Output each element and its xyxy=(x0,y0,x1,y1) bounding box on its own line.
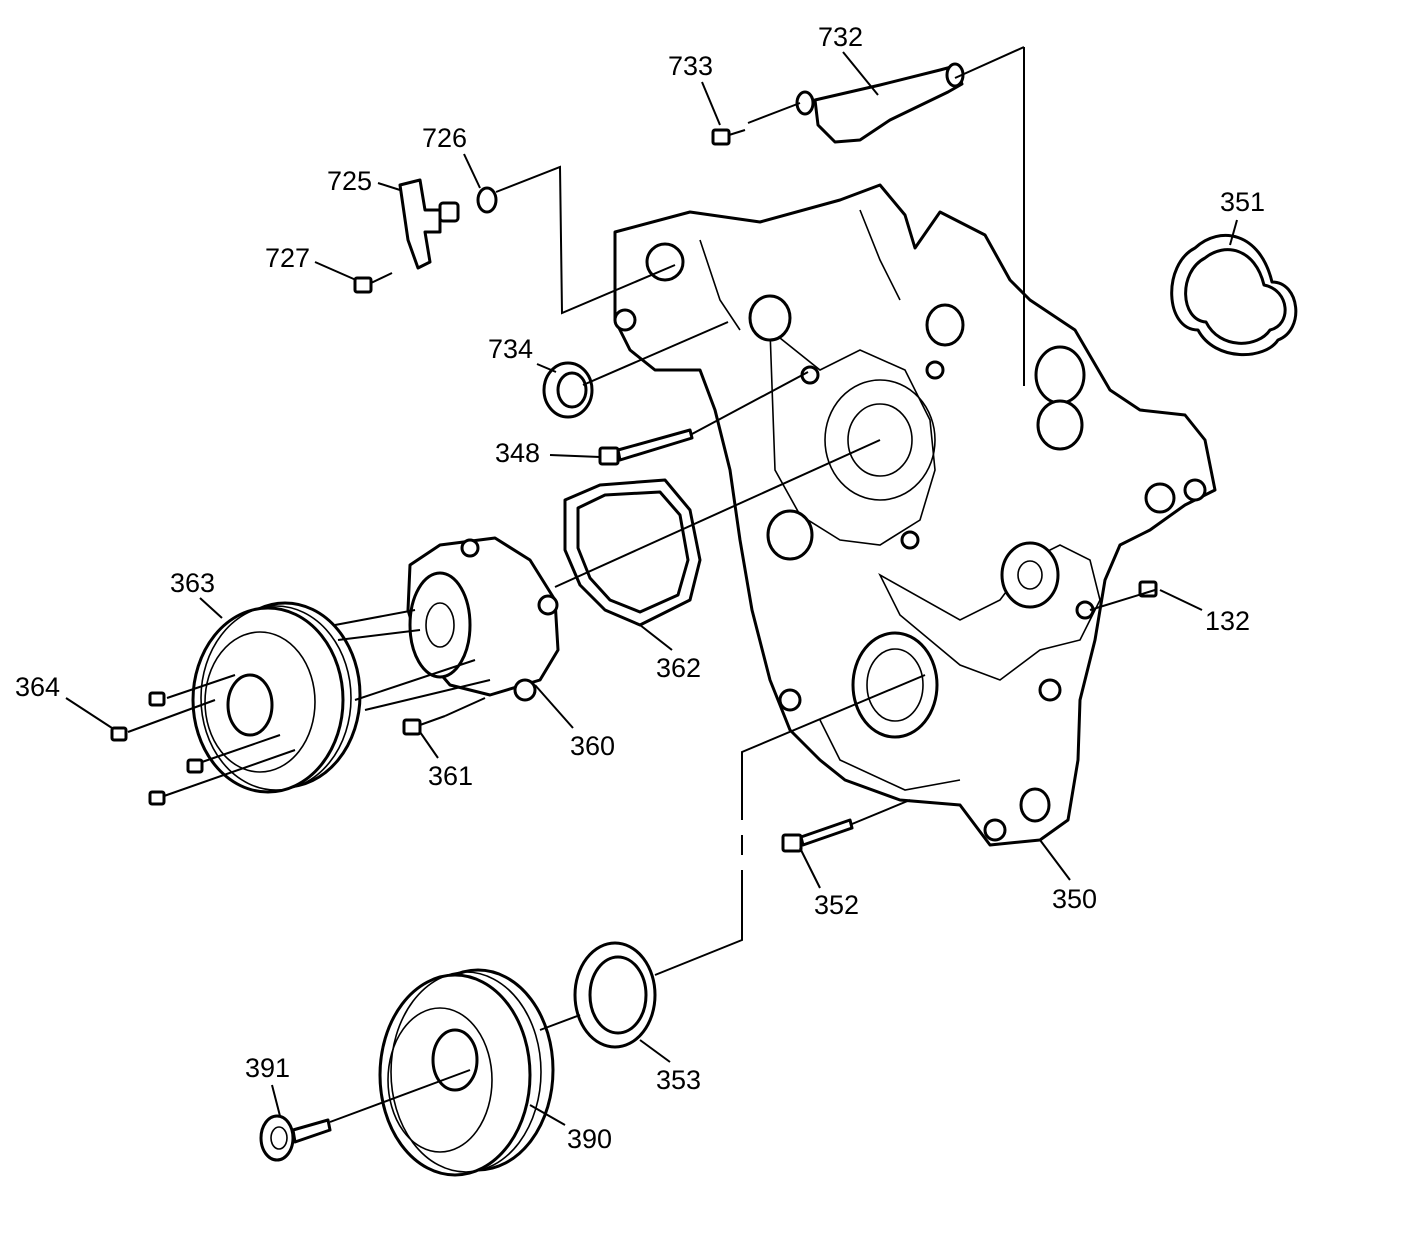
callout-733: 733 xyxy=(668,51,713,81)
callout-727: 727 xyxy=(265,243,310,273)
callout-734: 734 xyxy=(488,334,533,364)
bolt-727 xyxy=(353,272,393,294)
assembly-lines xyxy=(127,46,1156,1123)
camshaft-position-sensor xyxy=(398,178,460,270)
callout-352: 352 xyxy=(814,890,859,920)
callout-726: 726 xyxy=(422,123,467,153)
callout-350: 350 xyxy=(1052,884,1097,914)
callout-363: 363 xyxy=(170,568,215,598)
callout-361: 361 xyxy=(428,761,473,791)
water-pump-pulley xyxy=(191,601,362,794)
oil-control-valve xyxy=(795,62,965,144)
crankshaft-front-oil-seal xyxy=(573,941,657,1049)
callout-348: 348 xyxy=(495,438,540,468)
leader-lines xyxy=(65,51,1238,1126)
bolt-361 xyxy=(402,715,446,736)
water-pump xyxy=(406,536,560,702)
callout-362: 362 xyxy=(656,653,701,683)
bolts-364 xyxy=(110,691,204,806)
cover-gasket xyxy=(1170,233,1298,357)
callout-391: 391 xyxy=(245,1053,290,1083)
bolt-733 xyxy=(711,128,746,146)
o-ring-seal xyxy=(476,186,498,214)
front-cover xyxy=(613,183,1217,847)
callout-353: 353 xyxy=(656,1065,701,1095)
callout-725: 725 xyxy=(327,166,372,196)
callout-351: 351 xyxy=(1220,187,1265,217)
oil-seal xyxy=(542,361,594,419)
callout-360: 360 xyxy=(570,731,615,761)
crankshaft-balancer xyxy=(378,968,555,1177)
callout-364: 364 xyxy=(15,672,60,702)
bolt-391 xyxy=(259,1114,332,1162)
bolt-352 xyxy=(781,818,854,853)
callout-390: 390 xyxy=(567,1124,612,1154)
callout-labels: 732 733 726 725 727 351 734 348 363 132 … xyxy=(15,22,1265,1154)
callout-132: 132 xyxy=(1205,606,1250,636)
callout-732: 732 xyxy=(818,22,863,52)
bolt-348 xyxy=(598,428,694,466)
